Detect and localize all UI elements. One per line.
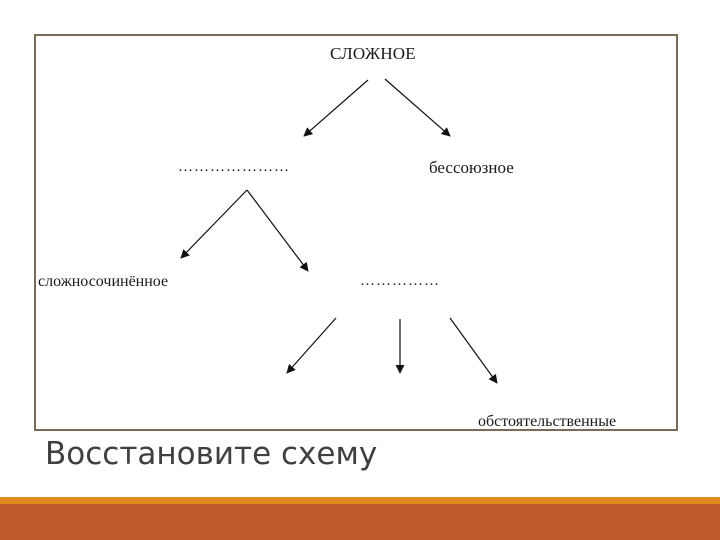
arrow-dots-to-right [449,317,498,384]
node-asyndetic: бессоюзное [429,158,514,177]
arrow-root-to-right [384,78,451,137]
node-placeholder-right: …………… [360,273,440,289]
node-placeholder-left: ………………… [178,159,290,175]
arrow-dots-to-left [286,317,337,374]
arrow-root-to-left [303,79,369,137]
slide-caption: Восстановите схему [45,436,378,472]
arrow-left-to-dots [246,189,309,272]
footer-accent-stripe [0,497,720,504]
diagram-frame [34,34,678,431]
node-complex-sentence: СЛОЖНОЕ [330,44,416,63]
node-adverbial: обстоятельственные [478,413,617,430]
node-compound: сложносочинённое [38,273,169,290]
arrow-left-to-sochin [180,189,248,259]
footer-bar [0,504,720,540]
